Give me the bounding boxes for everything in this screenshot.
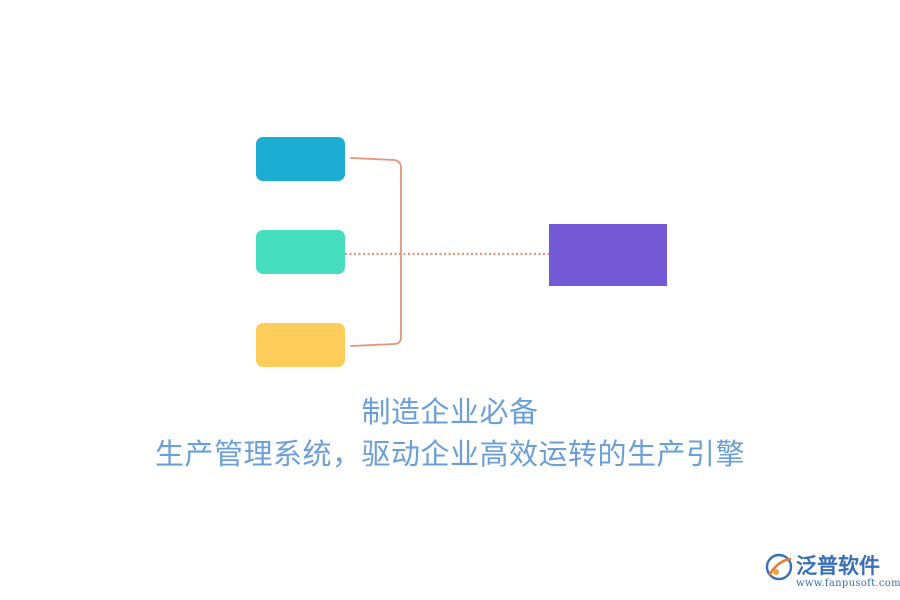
node-left-middle <box>256 230 345 274</box>
caption-subtitle: 生产管理系统，驱动企业高效运转的生产引擎 <box>154 437 745 471</box>
node-right-target <box>549 224 667 286</box>
flow-diagram <box>256 137 667 367</box>
logo-url: www.fanpusoft.com <box>796 578 900 589</box>
logo-brand-name: 泛普软件 <box>796 554 880 578</box>
caption-title: 制造企业必备 <box>361 395 539 429</box>
node-left-top <box>256 137 345 181</box>
brand-logo: 泛普软件 www.fanpusoft.com <box>764 550 900 595</box>
node-left-bottom <box>256 323 345 367</box>
fanpu-logo-icon <box>765 553 793 581</box>
bracket-connector <box>350 157 402 347</box>
